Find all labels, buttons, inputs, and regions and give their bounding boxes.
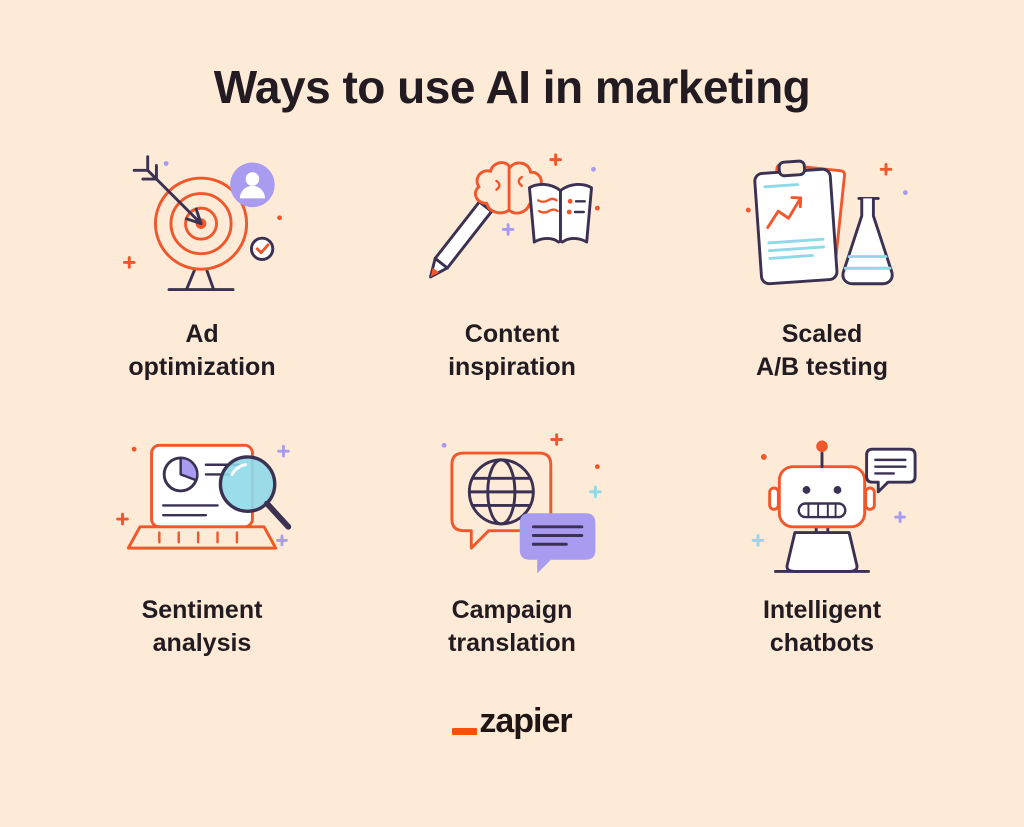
- grid-item-scaled-ab-testing: Scaled A/B testing: [672, 148, 972, 384]
- zapier-logo: zapier: [452, 702, 573, 741]
- item-label-line-2: optimization: [128, 353, 276, 381]
- zapier-logo-text: zapier: [479, 702, 572, 740]
- item-label: Campaign translation: [448, 594, 576, 660]
- item-label-line-1: Sentiment: [141, 596, 263, 624]
- laptop-magnifier-icon: [102, 424, 302, 584]
- item-label: Sentiment analysis: [142, 594, 263, 660]
- item-label-line-1: Campaign: [451, 596, 573, 624]
- globe-speech-bubbles-icon: [412, 424, 612, 584]
- page-title: Ways to use AI in marketing: [213, 61, 811, 113]
- item-label-line-2: translation: [448, 629, 576, 657]
- item-label-line-1: Content: [464, 320, 560, 348]
- clipboard-flask-icon: [722, 148, 922, 308]
- grid-item-ad-optimization: Ad optimization: [52, 148, 352, 384]
- item-label-line-2: inspiration: [448, 353, 576, 381]
- item-label-line-1: Intelligent: [762, 596, 882, 624]
- grid-item-intelligent-chatbots: Intelligent chatbots: [672, 424, 972, 660]
- item-label-line-2: A/B testing: [756, 353, 888, 381]
- item-label: Ad optimization: [128, 318, 275, 384]
- robot-chat-icon: [722, 424, 922, 584]
- item-label: Content inspiration: [448, 318, 576, 384]
- item-label: Intelligent chatbots: [763, 594, 881, 660]
- grid-item-campaign-translation: Campaign translation: [362, 424, 662, 660]
- brain-pencil-book-icon: [412, 148, 612, 308]
- grid-item-sentiment-analysis: Sentiment analysis: [52, 424, 352, 660]
- item-label-line-2: analysis: [152, 629, 252, 657]
- grid-item-content-inspiration: Content inspiration: [362, 148, 662, 384]
- target-arrow-icon: [102, 148, 302, 308]
- item-label-line-1: Scaled: [781, 320, 863, 348]
- zapier-underscore-icon: [452, 728, 478, 735]
- item-label-line-1: Ad: [185, 320, 219, 348]
- item-label-line-2: chatbots: [769, 629, 875, 657]
- item-label: Scaled A/B testing: [756, 318, 888, 384]
- items-grid: Ad optimization: [52, 148, 972, 660]
